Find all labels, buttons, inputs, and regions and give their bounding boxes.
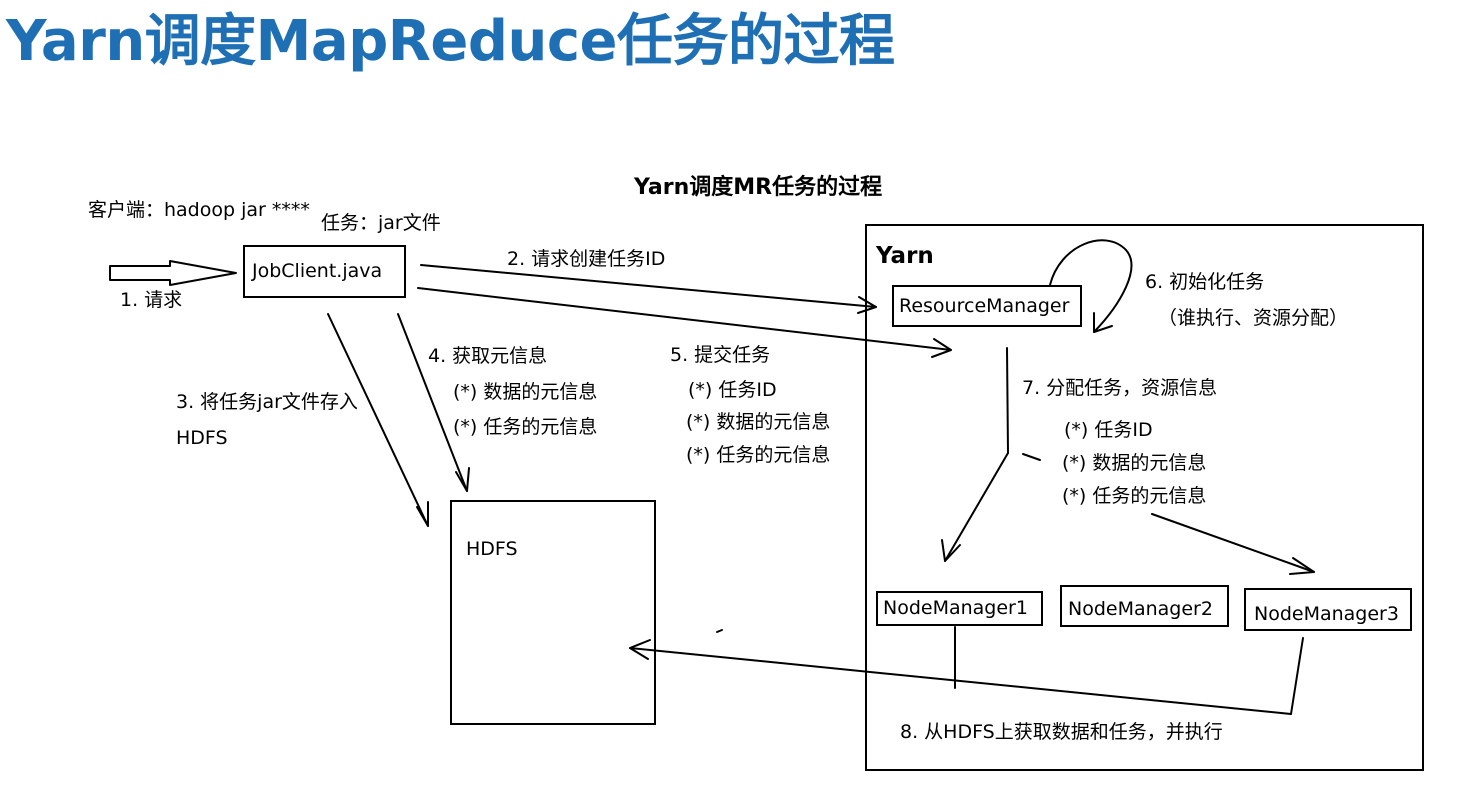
step4-item: (*) 任务的元信息 [453,416,598,438]
node-manager-3-label: NodeManager3 [1254,603,1399,625]
jobclient-label: JobClient.java [252,260,383,282]
jobclient-box [243,245,406,298]
yarn-label: Yarn [876,243,934,269]
resource-manager-box [892,285,1082,327]
diagram-subtitle: Yarn调度MR任务的过程 [634,175,883,200]
step5-item: (*) 数据的元信息 [686,411,831,433]
step4-title: 4. 获取元信息 [428,345,548,367]
init-loop-arrowhead [1093,312,1113,333]
get-meta-arrow [397,313,468,492]
step5-title: 5. 提交任务 [670,344,771,366]
yarn-container [865,224,1424,771]
node-manager-2-label: NodeManager2 [1068,598,1213,620]
step5-item: (*) 任务ID [688,379,777,401]
step7-item: (*) 数据的元信息 [1062,452,1207,474]
stray-mark [716,629,723,633]
step3-label-line2: HDFS [176,427,228,449]
step5-item: (*) 任务的元信息 [686,444,831,466]
node-manager-1-box [876,591,1043,626]
hdfs-box [450,500,656,725]
step6-label-line2: （谁执行、资源分配） [1158,307,1349,329]
node-manager-2-box [1060,585,1229,627]
submit-arrowhead [931,338,952,358]
assign-arrow-nm1 [944,452,1009,562]
step4-item: (*) 数据的元信息 [453,381,598,403]
client-label: 客户端：hadoop jar **** [88,199,310,221]
fetch-arrow-hdfs [629,647,1292,715]
step6-label-line1: 6. 初始化任务 [1145,271,1265,293]
assign-line-down [1006,347,1009,454]
step7-item: (*) 任务的元信息 [1062,485,1207,507]
step2-label: 2. 请求创建任务ID [507,248,666,270]
assign-arrow-nm3 [1151,513,1315,573]
assign-line-right [1022,453,1041,461]
resource-manager-label: ResourceManager [899,295,1070,317]
step8-label: 8. 从HDFS上获取数据和任务，并执行 [900,721,1223,743]
store-jar-arrowhead [416,501,429,527]
slide-title: Yarn调度MapReduce任务的过程 [6,9,895,74]
fetch-line-nm3 [1290,637,1304,715]
node-manager-1-label: NodeManager1 [883,597,1028,619]
create-id-arrow [420,264,877,308]
hdfs-label: HDFS [466,538,518,560]
create-id-arrowhead [857,296,877,314]
get-meta-arrowhead [455,467,470,492]
submit-arrow [417,287,952,351]
step7-item: (*) 任务ID [1064,419,1153,441]
node-manager-3-box [1244,588,1412,631]
assign-arrowhead-nm3 [1289,557,1315,575]
request-arrow [109,260,237,286]
job-label: 任务：jar文件 [321,212,441,234]
step1-label: 1. 请求 [120,289,183,311]
fetch-arrowhead-hdfs [629,639,651,660]
init-loop-arrow [1049,239,1133,333]
assign-arrowhead-nm1 [941,539,961,562]
step7-title: 7. 分配任务，资源信息 [1022,377,1218,399]
store-jar-arrow [327,313,429,527]
step3-label-line1: 3. 将任务jar文件存入 [176,391,358,413]
